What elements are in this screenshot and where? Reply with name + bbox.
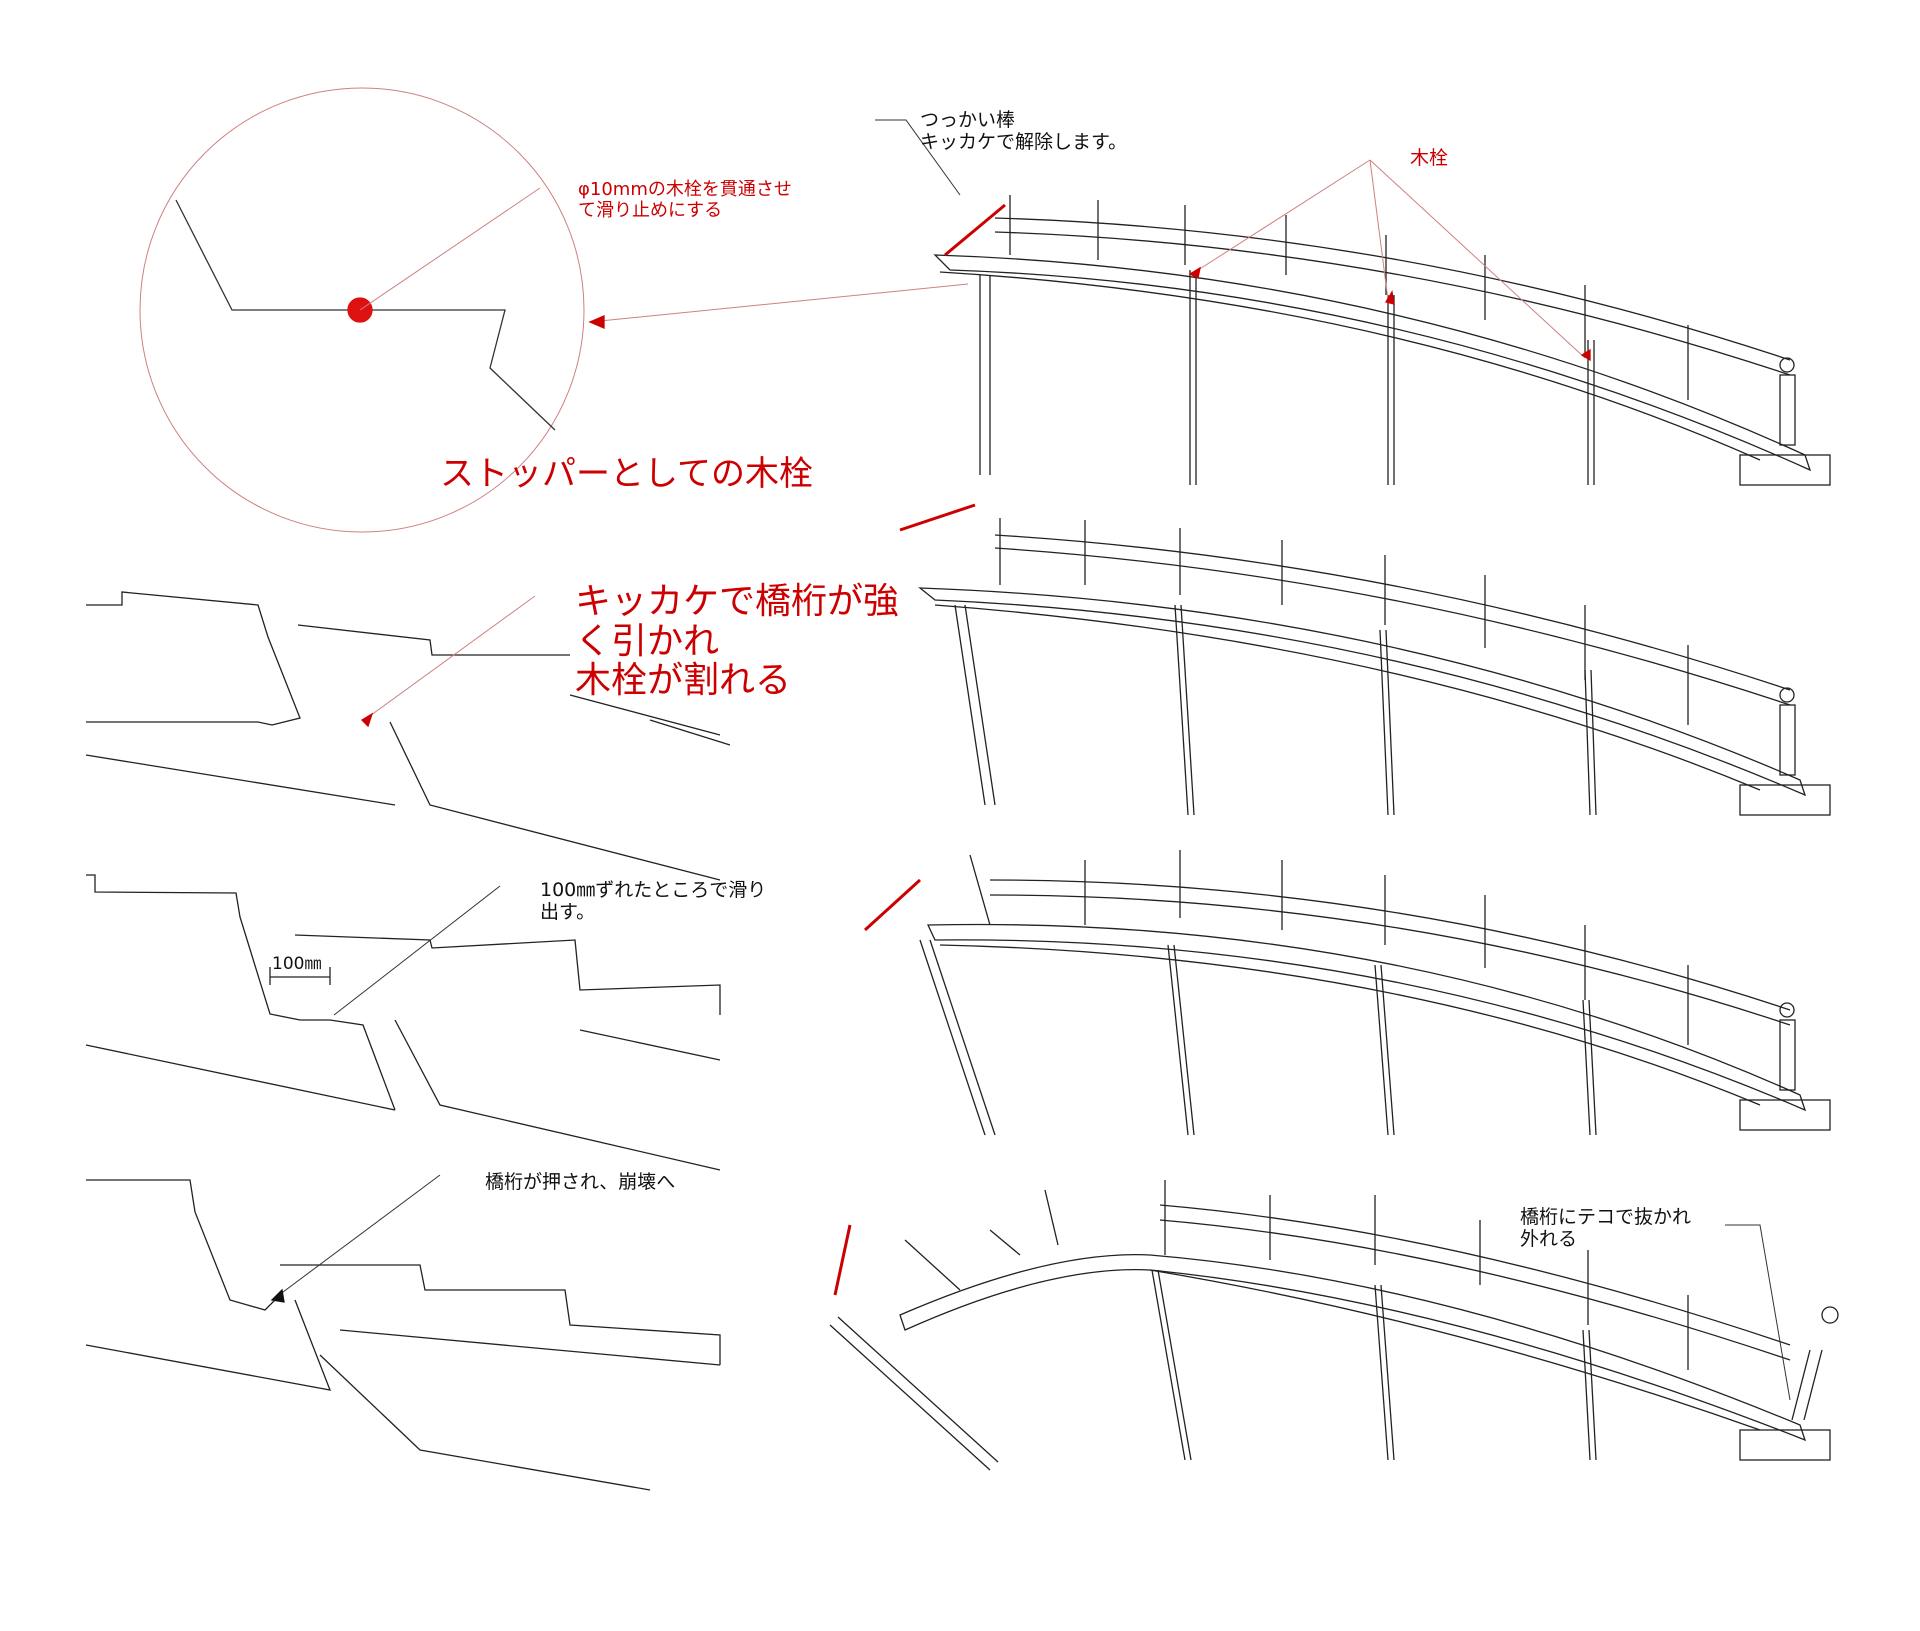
tenon-line1: 橋桁にテコで抜かれ (1520, 1206, 1692, 1228)
slide-line1: 100㎜ずれたところで滑り (540, 879, 767, 901)
slide-line2: 出す。 (540, 900, 596, 923)
collapse-label: 橋桁が押され、崩壊へ (485, 1171, 676, 1193)
dimension-label: 100㎜ (272, 954, 322, 974)
dowel-spec-line2: て滑り止めにする (578, 199, 723, 221)
tenon-label: 橋桁にテコで抜かれ 外れる (1520, 1206, 1692, 1251)
slide-label: 100㎜ずれたところで滑り 出す。 (540, 879, 767, 924)
dowel-break-label: キッカケで橋桁が強 く引かれ 木栓が割れる (575, 582, 899, 701)
stopper-dowel-title: ストッパーとしての木栓 (440, 454, 813, 494)
prop-bar-line1: つっかい棒 (920, 109, 1016, 131)
dowel-spec-label: φ10mmの木栓を貫通させ て滑り止めにする (578, 179, 792, 221)
bridge-stage-1 (875, 119, 1831, 486)
prop-bar-label: つっかい棒 キッカケで解除します。 (920, 109, 1128, 154)
dowel-label: 木栓 (1410, 147, 1449, 169)
prop-bar-line2: キッカケで解除します。 (920, 130, 1128, 153)
detail-joint-3 (85, 874, 721, 1171)
dowel-break-line1: キッカケで橋桁が強 (575, 581, 900, 622)
detail-joint-4 (85, 1174, 721, 1491)
dowel-break-line3: 木栓が割れる (575, 660, 792, 702)
bridge-stage-2 (899, 503, 1831, 816)
bridge-stage-4 (829, 1180, 1839, 1471)
dowel-spec-line1: φ10mmの木栓を貫通させ (578, 179, 792, 200)
tenon-line2: 外れる (1520, 1227, 1578, 1250)
detail-circle (139, 87, 969, 533)
bridge-stage-3 (863, 850, 1831, 1136)
detail-joint-2 (85, 591, 731, 881)
dowel-break-line2: く引かれ (575, 620, 720, 662)
